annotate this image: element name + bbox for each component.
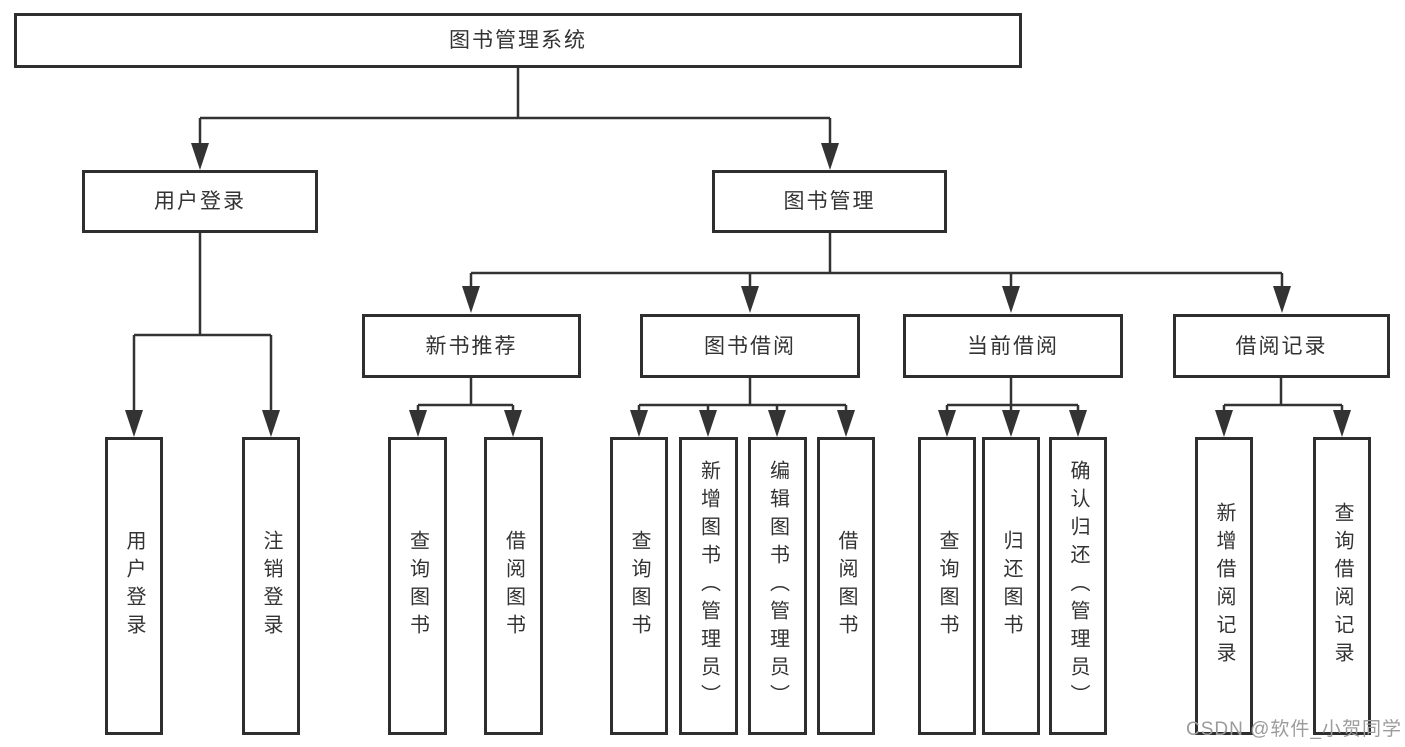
leaf-current-return-books: 归还图书 (982, 437, 1040, 735)
leaf-newbook-query-books: 查询图书 (388, 437, 447, 735)
node-book-borrowing: 图书借阅 (640, 314, 860, 378)
leaf-current-confirm-return-admin: 确认归还（管理员） (1049, 437, 1107, 735)
leaf-borrow-add-books-admin: 新增图书（管理员） (679, 437, 738, 735)
leaf-borrow-edit-books-admin: 编辑图书（管理员） (748, 437, 807, 735)
leaf-records-query-record: 查询借阅记录 (1313, 437, 1371, 735)
leaf-newbook-borrow-books: 借阅图书 (484, 437, 543, 735)
leaf-borrow-borrow-books: 借阅图书 (817, 437, 875, 735)
connector-paths (132, 68, 1344, 413)
node-current-borrowing: 当前借阅 (903, 314, 1123, 378)
node-new-book-recommend: 新书推荐 (362, 314, 581, 378)
csdn-watermark: CSDN @软件_小贺同学 (1186, 719, 1402, 740)
leaf-current-query-books: 查询图书 (918, 437, 976, 735)
leaf-records-add-record: 新增借阅记录 (1195, 437, 1253, 735)
node-book-management: 图书管理 (712, 170, 947, 233)
leaf-logout: 注销登录 (242, 437, 300, 735)
node-library-management-system: 图书管理系统 (14, 13, 1022, 68)
leaf-borrow-query-books: 查询图书 (610, 437, 668, 735)
leaf-user-login: 用户登录 (105, 437, 163, 735)
node-user-login: 用户登录 (82, 170, 318, 233)
node-borrow-records: 借阅记录 (1173, 314, 1390, 378)
